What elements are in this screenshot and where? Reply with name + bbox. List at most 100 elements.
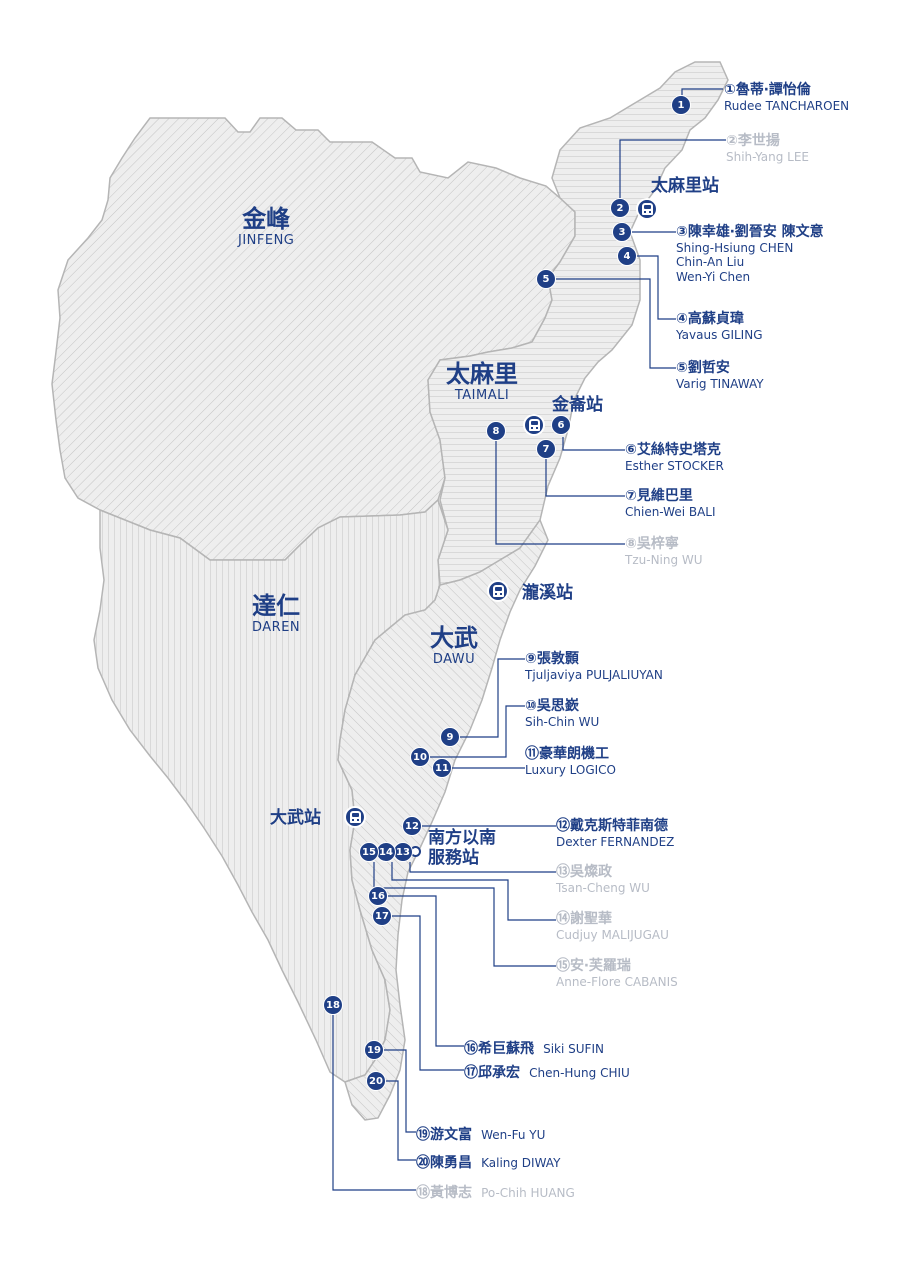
artist-label-3: ③陳幸雄‧劉晉安 陳文意 Shing-Hsiung CHEN Chin-An L… <box>676 224 824 284</box>
artist-name-zh: ⑫戴克斯特菲南德 <box>556 818 668 834</box>
region-name-zh: 金峰 <box>242 204 291 233</box>
artist-name-en: Tzu-Ning WU <box>625 552 703 567</box>
artist-name-en-2: Chin-An Liu <box>676 255 745 270</box>
artist-label-1: ①魯蒂‧譚怡倫 Rudee TANCHAROEN <box>724 82 849 113</box>
artist-name-en: Cudjuy MALIJUGAU <box>556 927 669 942</box>
region-name-en: DAWU <box>432 651 476 667</box>
marker-8[interactable]: 8 <box>486 421 506 441</box>
artist-name-zh: ④高蘇貞瑋 <box>676 311 744 327</box>
artist-name-en-3: Wen-Yi Chen <box>676 269 751 284</box>
station-longxi-label: 瀧溪站 <box>522 583 573 603</box>
region-name-en: JINFENG <box>238 232 295 248</box>
marker-17[interactable]: 17 <box>372 906 392 926</box>
leader-6 <box>562 437 625 451</box>
leader-15 <box>373 862 556 967</box>
artist-name-en: Siki SUFIN <box>543 1042 604 1056</box>
marker-11[interactable]: 11 <box>432 758 452 778</box>
marker-3[interactable]: 3 <box>612 222 632 242</box>
leader-7 <box>545 458 625 497</box>
artist-label-15: ⑮安‧芙羅瑞 Anne-Flore CABANIS <box>556 958 678 989</box>
artist-name-zh: ⑨張敦顥 <box>525 651 579 667</box>
artist-label-4: ④高蘇貞瑋 Yavaus GILING <box>676 311 763 342</box>
train-station-icon[interactable] <box>523 414 545 436</box>
artist-label-18: ⑱黃博志 Po-Chih HUANG <box>416 1182 575 1202</box>
artist-name-en: Sih-Chin WU <box>525 714 600 729</box>
marker-7[interactable]: 7 <box>536 439 556 459</box>
artist-label-6: ⑥艾絲特史塔克 Esther STOCKER <box>625 442 724 473</box>
marker-16[interactable]: 16 <box>368 886 388 906</box>
artist-name-zh: ③陳幸雄‧劉晉安 陳文意 <box>676 224 824 240</box>
artist-name-zh: ⑯希巨蘇飛 <box>464 1041 534 1057</box>
leader-4 <box>636 255 676 320</box>
marker-12[interactable]: 12 <box>402 816 422 836</box>
train-station-icon[interactable] <box>344 806 366 828</box>
region-dawu-shape <box>337 518 549 1121</box>
artist-name-zh: ⑦見維巴里 <box>625 488 693 504</box>
marker-1[interactable]: 1 <box>671 95 691 115</box>
region-name-zh: 太麻里 <box>446 359 518 388</box>
station-taimali-label: 太麻里站 <box>651 176 719 196</box>
train-icon <box>492 585 504 597</box>
artist-label-19: ⑲游文富 Wen-Fu YU <box>416 1124 545 1144</box>
artist-label-7: ⑦見維巴里 Chien-Wei BALI <box>625 488 716 519</box>
marker-4[interactable]: 4 <box>617 246 637 266</box>
artist-name-zh: ⑥艾絲特史塔克 <box>625 442 721 458</box>
marker-19[interactable]: 19 <box>364 1040 384 1060</box>
leader-10 <box>430 705 525 758</box>
train-icon <box>349 811 361 823</box>
artist-name-en: Kaling DIWAY <box>481 1156 561 1170</box>
marker-9[interactable]: 9 <box>440 727 460 747</box>
leader-13 <box>409 862 556 873</box>
leader-8 <box>495 440 625 545</box>
artist-name-zh: ⑱黃博志 <box>416 1185 472 1201</box>
train-icon <box>641 203 653 215</box>
artist-name-zh: ⑭謝聖華 <box>556 911 612 927</box>
station-jinlun-label: 金崙站 <box>552 395 603 415</box>
artist-label-9: ⑨張敦顥 Tjuljaviya PULJALIUYAN <box>525 651 663 682</box>
marker-10[interactable]: 10 <box>410 747 430 767</box>
station-dawu-label: 大武站 <box>270 808 321 828</box>
artist-label-8: ⑧吳梓寧 Tzu-Ning WU <box>625 536 703 567</box>
artist-label-17: ⑰邱承宏 Chen-Hung CHIU <box>464 1062 630 1082</box>
region-name-en: TAIMALI <box>454 387 510 403</box>
artist-label-2: ②李世揚 Shih-Yang LEE <box>726 133 809 164</box>
artist-name-zh: ⑲游文富 <box>416 1127 472 1143</box>
marker-15[interactable]: 15 <box>359 842 379 862</box>
artist-label-11: ⑪豪華朗機工 Luxury LOGICO <box>525 746 616 777</box>
artist-label-5: ⑤劉哲安 Varig TINAWAY <box>676 360 764 391</box>
artist-name-en: Tjuljaviya PULJALIUYAN <box>525 667 663 682</box>
artist-name-en: Anne-Flore CABANIS <box>556 974 678 989</box>
train-station-icon[interactable] <box>636 198 658 220</box>
artist-name-en: Rudee TANCHAROEN <box>724 98 850 113</box>
artist-label-16: ⑯希巨蘇飛 Siki SUFIN <box>464 1038 604 1058</box>
artist-name-zh: ⑮安‧芙羅瑞 <box>556 958 631 974</box>
artist-name-en: Shing-Hsiung CHEN <box>676 240 794 255</box>
service-station-name-line1: 南方以南 <box>428 828 496 848</box>
marker-14[interactable]: 14 <box>376 842 396 862</box>
marker-5[interactable]: 5 <box>536 269 556 289</box>
artist-name-en: Po-Chih HUANG <box>481 1186 575 1200</box>
train-station-icon[interactable] <box>487 580 509 602</box>
region-label-jinfeng: 金峰 JINFENG <box>238 205 294 248</box>
marker-6[interactable]: 6 <box>551 415 571 435</box>
artist-name-en: Tsan-Cheng WU <box>556 880 650 895</box>
marker-13[interactable]: 13 <box>393 842 413 862</box>
leader-19 <box>376 1049 416 1133</box>
marker-18[interactable]: 18 <box>323 995 343 1015</box>
artist-label-12: ⑫戴克斯特菲南德 Dexter FERNANDEZ <box>556 818 674 849</box>
artist-name-en: Wen-Fu YU <box>481 1128 546 1142</box>
artist-name-zh: ⑤劉哲安 <box>676 360 730 376</box>
region-label-daren: 達仁 DAREN <box>252 592 300 635</box>
leader-16 <box>380 895 464 1047</box>
marker-20[interactable]: 20 <box>366 1071 386 1091</box>
service-station-name-line2: 服務站 <box>428 848 479 869</box>
leader-17 <box>384 915 464 1071</box>
artist-name-zh: ⑰邱承宏 <box>464 1065 520 1081</box>
marker-2[interactable]: 2 <box>610 198 630 218</box>
leader-14 <box>391 862 556 921</box>
region-label-dawu: 大武 DAWU <box>430 624 478 667</box>
artist-name-zh: ②李世揚 <box>726 133 780 149</box>
artist-label-20: ⑳陳勇昌 Kaling DIWAY <box>416 1152 560 1172</box>
artist-name-en: Yavaus GILING <box>676 327 763 342</box>
